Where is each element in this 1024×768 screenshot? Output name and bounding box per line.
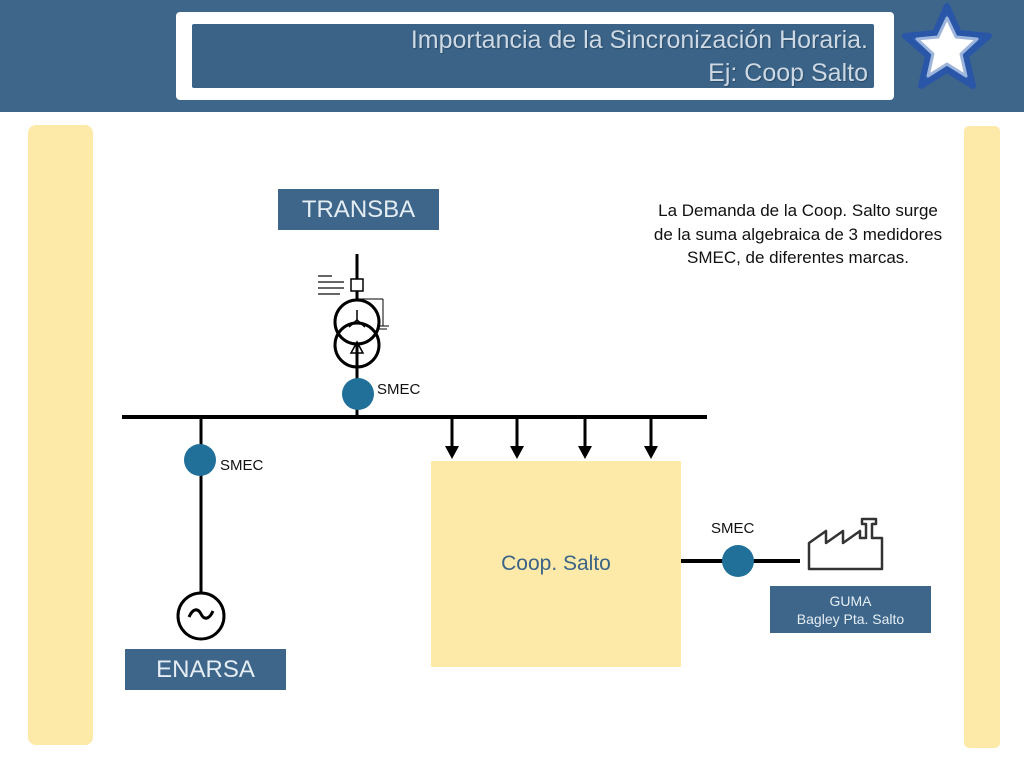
coop-salto-label: Coop. Salto [501,552,611,575]
right-side-bar [964,126,1000,748]
logo-star-icon [902,3,992,89]
coop-salto-box: Coop. Salto [431,461,681,667]
title-frame: Importancia de la Sincronización Horaria… [176,12,894,100]
smec-meter-right [722,545,754,577]
enarsa-label: ENARSA [125,649,286,690]
page-title: Importancia de la Sincronización Horaria… [411,24,868,90]
smec-label-top: SMEC [377,381,421,398]
left-side-bar [28,125,93,745]
equipment-code-marks [318,275,344,295]
title-line-1: Importancia de la Sincronización Horaria… [410,26,868,54]
title-panel: Importancia de la Sincronización Horaria… [192,24,874,88]
transba-label: TRANSBA [278,189,439,230]
guma-subtitle: Bagley Pta. Salto [796,610,905,627]
transformer-icon [333,298,389,369]
breaker-icon [350,278,364,292]
smec-label-right: SMEC [711,520,755,537]
load-arrow-icon [445,417,658,459]
factory-icon [807,517,884,571]
title-line-2: Ej: Coop Salto [708,59,868,87]
demand-note: La Demanda de la Coop. Salto surge de la… [653,201,943,267]
smec-meter-left [184,444,216,476]
guma-label: GUMA Bagley Pta. Salto [770,586,931,633]
smec-label-left: SMEC [220,457,264,474]
smec-meter-top [342,378,374,410]
guma-title: GUMA [829,592,872,609]
generator-icon [176,591,226,641]
